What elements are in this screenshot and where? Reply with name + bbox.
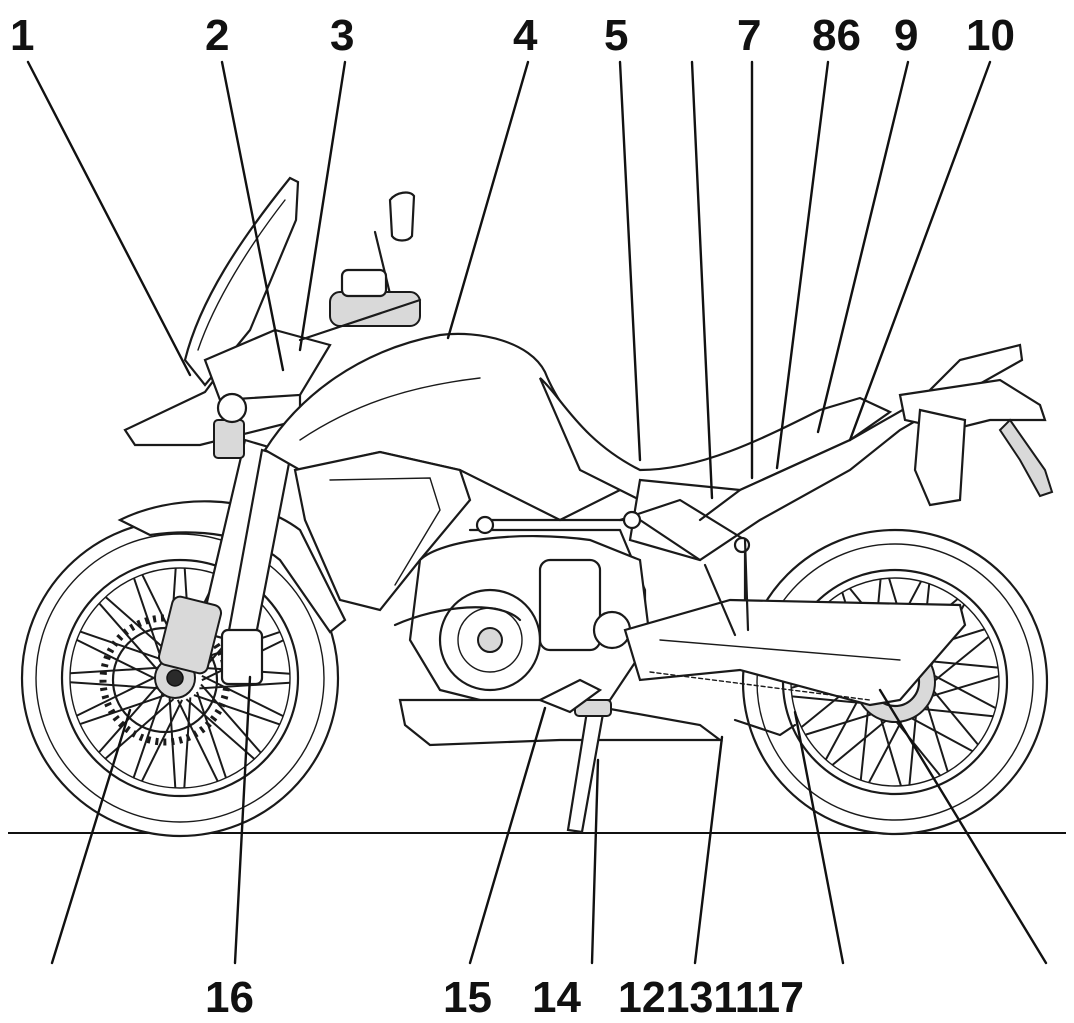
callout-15: 15 (443, 973, 492, 1022)
wheel-spoke (868, 718, 904, 784)
wheel-spoke (183, 697, 192, 788)
wheel-spoke (185, 698, 256, 760)
wheel-spoke (931, 688, 979, 746)
callout-2: 2 (205, 11, 229, 60)
leader-lines (26, 60, 1048, 965)
callout-4: 4 (513, 11, 538, 60)
callout-5: 5 (604, 11, 628, 60)
wheel-spoke (70, 666, 161, 675)
rear-bodywork (628, 343, 1054, 562)
handlebar-assembly (298, 191, 422, 342)
wheel-spoke (141, 699, 184, 782)
front-fairing (123, 176, 332, 459)
front-fender (117, 500, 347, 634)
wheel-spoke (132, 691, 164, 779)
wheel-spoke (104, 698, 175, 760)
shift-pedal (537, 678, 603, 714)
wheel-spoke (908, 713, 918, 786)
wheel-spoke (200, 683, 262, 754)
rear-shock (703, 538, 750, 637)
wheel-spoke (909, 716, 974, 753)
wheel-spoke (879, 716, 902, 787)
callout-9: 9 (894, 11, 918, 60)
swingarm (623, 598, 967, 707)
wheel-spoke (926, 659, 999, 669)
wheel-spoke (805, 712, 875, 736)
wheel-spoke (824, 696, 861, 761)
callout-10: 10 (966, 11, 1015, 60)
rear-brake-pedal (733, 718, 797, 737)
engine (393, 534, 652, 712)
front-fork (157, 438, 292, 686)
callout-16: 16 (205, 973, 254, 1022)
callout-14: 14 (532, 973, 581, 1022)
wheel-spoke (193, 694, 281, 726)
callout-1: 1 (10, 11, 34, 60)
callout-3: 3 (330, 11, 354, 60)
wheel-spoke (931, 673, 997, 709)
wheel-spoke (79, 630, 167, 662)
seat (538, 377, 893, 502)
wheel-spoke (76, 674, 159, 717)
side-stand (566, 699, 612, 834)
wheel-spoke (831, 718, 889, 766)
callout-12131117: 12131117 (618, 973, 804, 1022)
wheel-spoke (921, 707, 994, 718)
callout-86: 86 (812, 11, 861, 60)
wheel-spoke (176, 699, 219, 782)
wheel-spoke (932, 635, 990, 683)
wheel-spoke (859, 708, 870, 781)
wheel-spoke (70, 681, 161, 690)
wheel-spoke (791, 695, 864, 705)
wheel-spoke (925, 702, 949, 772)
callouts-bottom: 16 15 14 12131117 (205, 973, 804, 1022)
callout-7: 7 (737, 11, 761, 60)
callouts-top: 1 2 3 4 5 7 86 9 10 (10, 11, 1015, 60)
wheel-spoke (201, 674, 284, 717)
wheel-spoke (199, 681, 290, 690)
wheel-spoke (196, 691, 227, 779)
wheel-spoke (929, 675, 1000, 698)
wheel-spoke (98, 602, 160, 673)
